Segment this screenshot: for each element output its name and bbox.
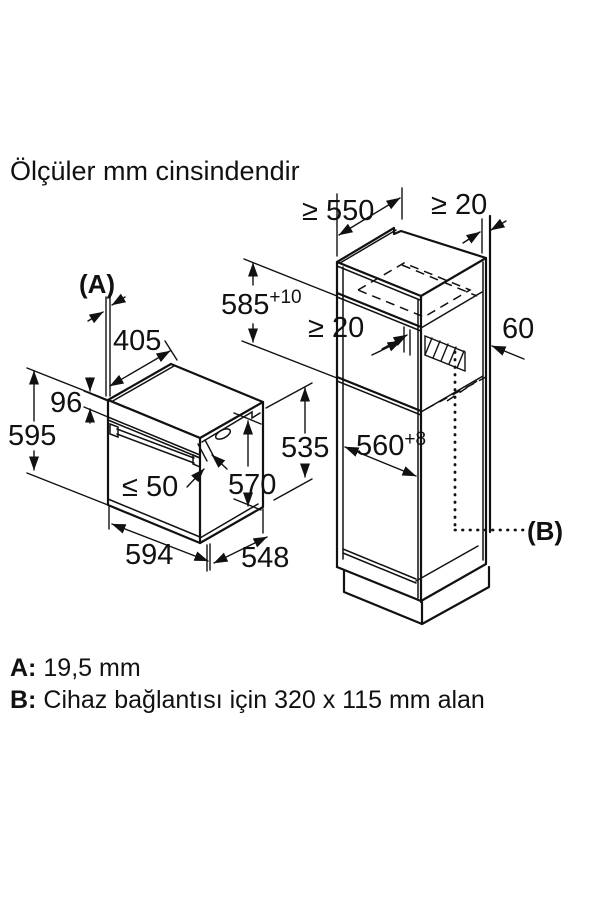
dim-label-b: (B): [527, 516, 563, 546]
oven-door-handle: [109, 422, 201, 469]
dim-oven-height: 595: [8, 420, 56, 452]
diagram-title: Ölçüler mm cinsindendir: [10, 156, 300, 186]
cabinet-drawing: [335, 226, 491, 626]
dim-cabinet-depth: ≥ 550: [302, 195, 374, 227]
dim-niche-width: 560+8: [356, 429, 426, 462]
dim-405-label: 405: [113, 325, 161, 357]
clearance-area-dashed: [356, 262, 472, 318]
dim-top-wall-gap: ≥ 20: [431, 189, 487, 221]
dim-panel-height: 96: [50, 387, 82, 419]
vent-hatch: [424, 334, 466, 373]
cabinet-interior-floor: [342, 545, 479, 584]
cabinet-niche-floor: [335, 375, 484, 416]
oven-dimension-lines: [26, 293, 313, 572]
side-grip-slot: [214, 428, 232, 440]
dim-label-a: (A): [79, 269, 115, 299]
dim-rear-gap: ≥ 20: [308, 312, 364, 344]
cabinet-top-shelf: [335, 291, 483, 332]
dim-niche-height: 585+10: [221, 287, 302, 321]
dim-oven-depth: 548: [241, 542, 289, 574]
dim-vent-height: 60: [502, 313, 534, 345]
cabinet-dimension-lines: [241, 187, 525, 532]
footnotes: A:19,5 mm B:Cihaz bağlantısı için 320 x …: [10, 654, 485, 714]
cabinet-plinth: [335, 562, 491, 626]
oven-side-face: [198, 400, 265, 545]
dim-door-clearance: ≤ 50: [122, 471, 178, 503]
oven-drawing: [106, 362, 265, 545]
dim-rear-body-height: 535: [281, 432, 329, 464]
dim-body-height: 570: [228, 469, 276, 501]
footnote-b: B:Cihaz bağlantısı için 320 x 115 mm ala…: [10, 686, 485, 714]
connection-area-leader: [453, 350, 525, 532]
footnote-a: A:19,5 mm: [10, 654, 141, 682]
cabinet-top-face: [335, 226, 488, 298]
dim-oven-width: 594: [125, 539, 173, 571]
